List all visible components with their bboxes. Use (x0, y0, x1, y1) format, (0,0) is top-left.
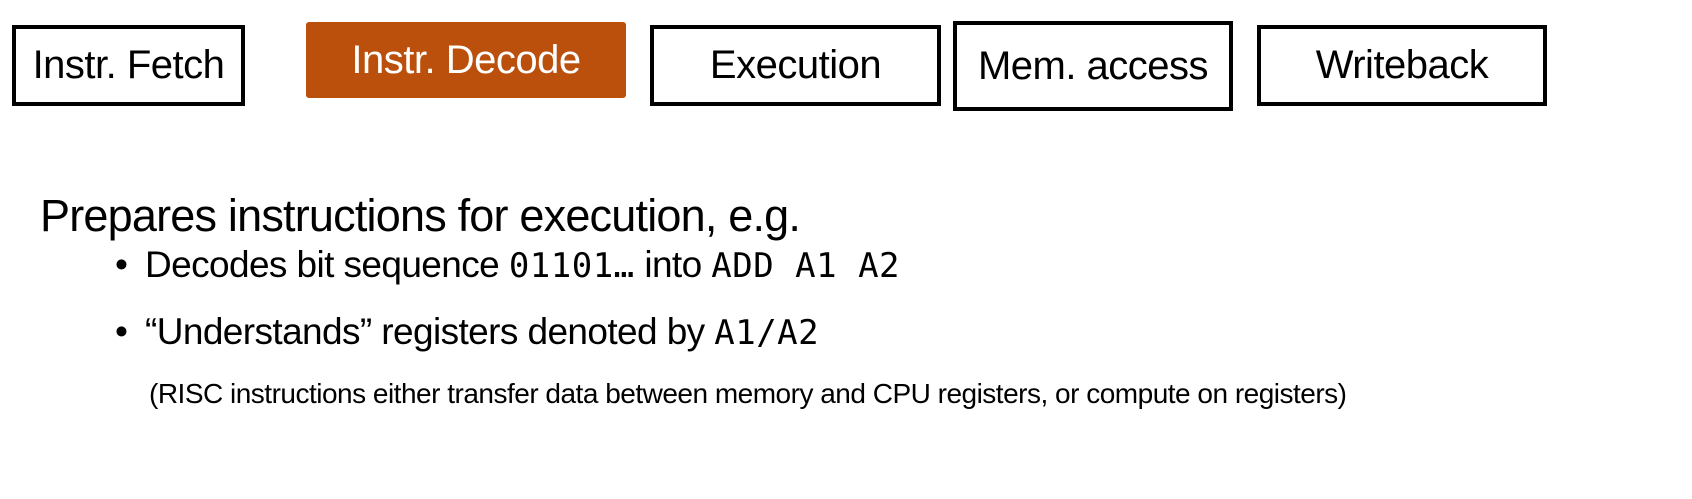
stage-label: Execution (709, 43, 882, 87)
code-registers: A1/A2 (714, 313, 820, 353)
section-heading: Prepares instructions for execution, e.g… (40, 190, 801, 241)
bullet-icon: • (115, 311, 128, 352)
bullet-text: “Understands” registers denoted by (145, 311, 715, 352)
bullet-icon: • (115, 244, 128, 285)
stage-label: Instr. Fetch (32, 43, 225, 87)
stage-label: Instr. Decode (351, 37, 581, 82)
bullet-item: • Decodes bit sequence 01101… into ADD A1… (115, 244, 900, 286)
bullet-text: into (634, 244, 712, 285)
stage-label: Mem. access (977, 43, 1209, 88)
stage-mem-access: Mem. access (953, 21, 1233, 111)
stage-instr-decode: Instr. Decode (306, 22, 626, 98)
footnote: (RISC instructions either transfer data … (149, 378, 1347, 409)
stage-execution: Execution (650, 25, 941, 106)
bullet-text: Decodes bit sequence (145, 244, 509, 285)
stage-instr-fetch: Instr. Fetch (12, 25, 245, 106)
stage-writeback: Writeback (1257, 25, 1547, 106)
code-instruction: ADD A1 A2 (711, 246, 901, 286)
code-bit-sequence: 01101… (508, 246, 635, 286)
bullet-item: • “Understands” registers denoted by A1/A… (115, 311, 819, 353)
stage-label: Writeback (1315, 43, 1489, 87)
